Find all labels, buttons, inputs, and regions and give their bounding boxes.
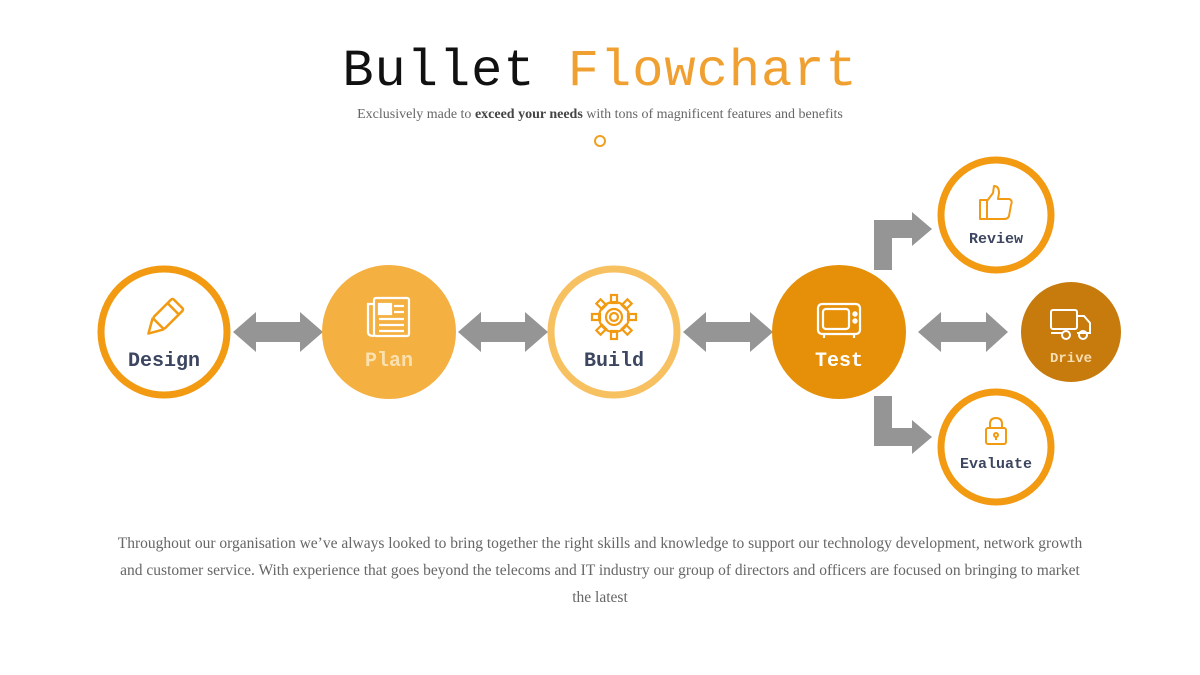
lock-icon	[985, 416, 1007, 445]
pencil-icon	[147, 297, 185, 335]
double-arrow-design-plan	[233, 312, 323, 352]
subtitle-prefix: Exclusively made to	[357, 107, 472, 122]
node-label-test: Test	[815, 350, 863, 373]
monitor-icon	[816, 302, 862, 338]
subtitle: Exclusively made to exceed your needs wi…	[0, 107, 1200, 123]
page-title: Bullet Flowchart	[0, 40, 1200, 104]
node-test	[772, 265, 906, 399]
newspaper-icon	[366, 296, 411, 338]
gear-icon	[590, 293, 638, 341]
double-arrow-test-drive	[918, 312, 1008, 352]
node-label-plan: Plan	[365, 350, 413, 373]
decorative-dot	[594, 135, 606, 147]
node-label-evaluate: Evaluate	[960, 456, 1032, 473]
elbow-arrow-evaluate	[874, 396, 932, 454]
subtitle-suffix: with tons of magnificent features and be…	[586, 107, 843, 122]
double-arrow-build-test	[683, 312, 773, 352]
node-evaluate	[937, 388, 1055, 506]
node-review	[937, 156, 1055, 274]
body-paragraph: Throughout our organisation we’ve always…	[117, 535, 1083, 606]
title-part-2: Flowchart	[567, 42, 858, 101]
node-label-drive: Drive	[1050, 351, 1092, 367]
thumbs-up-icon	[979, 185, 1013, 220]
node-label-design: Design	[128, 350, 200, 373]
node-drive	[1021, 282, 1121, 382]
node-label-review: Review	[969, 231, 1023, 248]
elbow-arrow-review	[874, 212, 932, 270]
double-arrow-plan-build	[458, 312, 548, 352]
subtitle-bold: exceed your needs	[474, 107, 583, 122]
node-design	[97, 265, 231, 399]
truck-icon	[1050, 309, 1091, 340]
node-label-build: Build	[584, 350, 644, 373]
title-part-1: Bullet	[342, 42, 536, 101]
